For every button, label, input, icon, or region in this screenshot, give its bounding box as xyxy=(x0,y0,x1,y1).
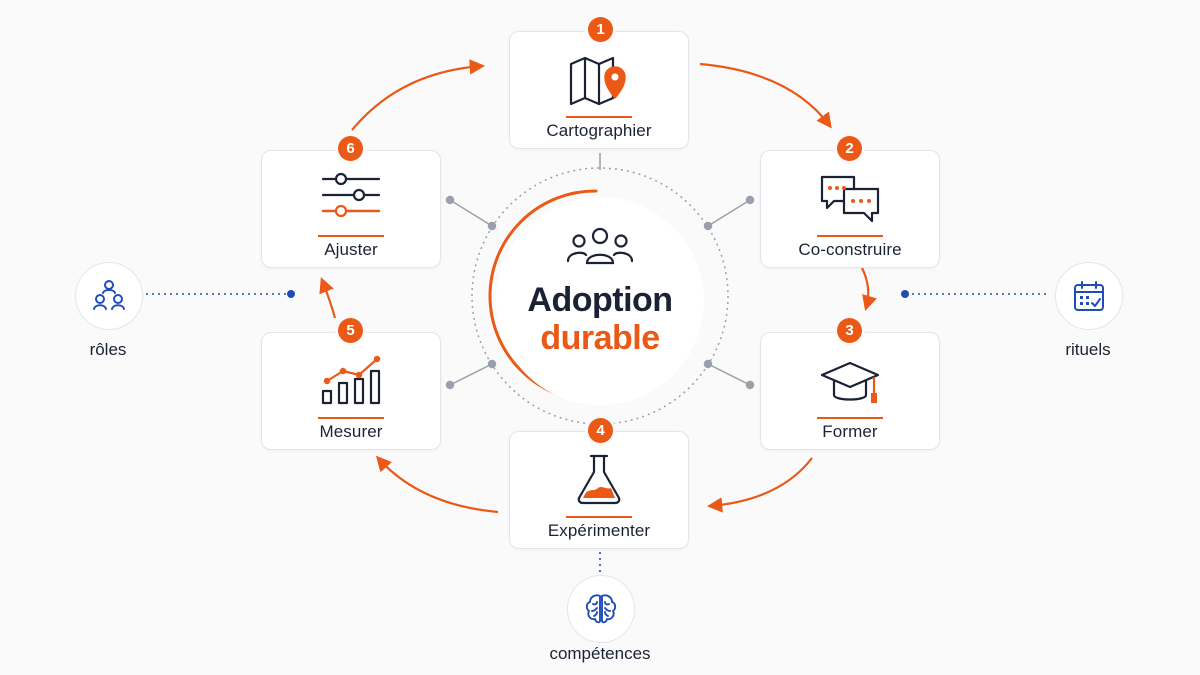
cycle-arrows xyxy=(319,59,877,514)
step-label: Expérimenter xyxy=(547,521,651,540)
spokes xyxy=(445,153,755,390)
step-label: Former xyxy=(822,422,878,441)
flask-icon xyxy=(577,454,621,505)
chat-bubbles-icon xyxy=(820,175,880,223)
step-label: Ajuster xyxy=(324,240,378,259)
sliders-icon xyxy=(321,172,381,218)
step-label: Mesurer xyxy=(319,422,383,441)
satellite-competences[interactable] xyxy=(567,575,635,643)
step-card-mesurer[interactable]: Mesurer xyxy=(261,332,441,450)
card-rule xyxy=(817,235,883,237)
center-node: Adoption durable xyxy=(496,197,704,405)
step-label: Co-construire xyxy=(798,240,902,259)
step-badge-5: 5 xyxy=(338,318,363,343)
card-rule xyxy=(817,417,883,419)
center-subtitle: durable xyxy=(540,319,660,357)
bar-chart-icon xyxy=(321,355,381,405)
card-rule xyxy=(566,116,632,118)
brain-icon xyxy=(585,594,617,624)
step-badge-3: 3 xyxy=(837,318,862,343)
dotted-ring xyxy=(471,167,729,425)
card-rule xyxy=(566,516,632,518)
step-card-experimenter[interactable]: Expérimenter xyxy=(509,431,689,549)
center-title: Adoption xyxy=(527,281,673,319)
step-badge-1: 1 xyxy=(588,17,613,42)
calendar-icon xyxy=(1074,281,1104,311)
card-rule xyxy=(318,417,384,419)
satellite-links xyxy=(146,290,1050,574)
step-card-co-construire[interactable]: Co-construire xyxy=(760,150,940,268)
map-pin-icon xyxy=(569,56,626,106)
satellite-roles[interactable] xyxy=(75,262,143,330)
card-rule xyxy=(318,235,384,237)
satellite-rituels[interactable] xyxy=(1055,262,1123,330)
step-badge-6: 6 xyxy=(338,136,363,161)
step-card-ajuster[interactable]: Ajuster xyxy=(261,150,441,268)
graduation-cap-icon xyxy=(820,361,880,403)
satellite-label-rituels: rituels xyxy=(1065,340,1111,359)
people-network-icon xyxy=(93,280,125,310)
step-badge-4: 4 xyxy=(588,418,613,443)
step-badge-2: 2 xyxy=(837,136,862,161)
satellite-label-roles: rôles xyxy=(89,340,127,359)
group-icon xyxy=(566,227,634,265)
step-card-former[interactable]: Former xyxy=(760,332,940,450)
step-label: Cartographier xyxy=(546,121,652,140)
satellite-label-competences: compétences xyxy=(549,644,651,663)
step-card-cartographier[interactable]: Cartographier xyxy=(509,31,689,149)
